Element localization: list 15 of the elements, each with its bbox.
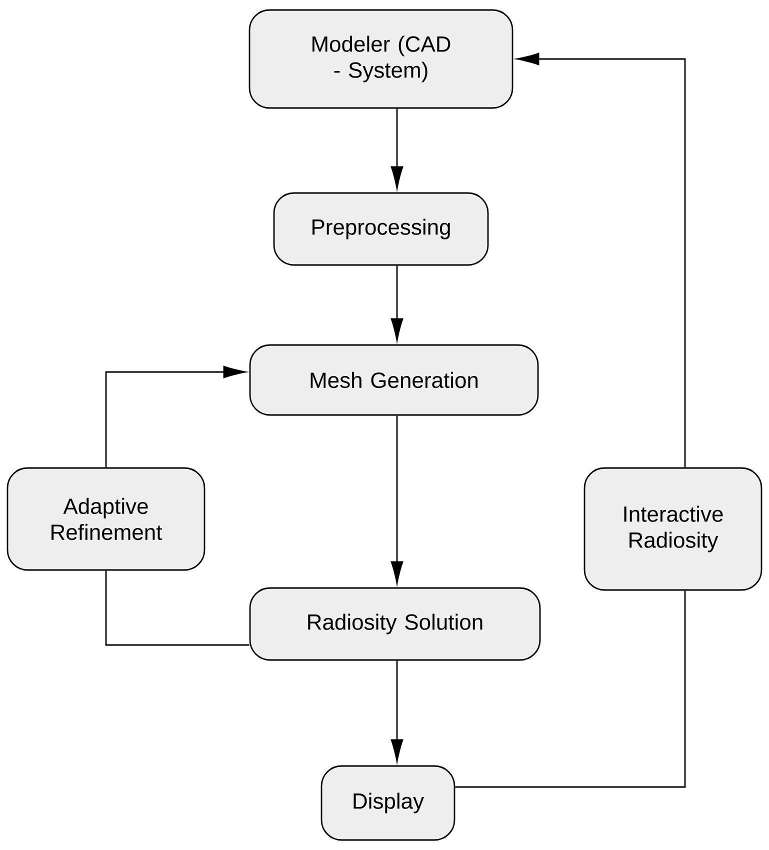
arrow [390, 108, 404, 189]
process-box: Mesh Generation [249, 344, 539, 416]
arrow [390, 416, 404, 584]
process-box: Display [320, 765, 456, 841]
arrow [390, 266, 404, 341]
connector-line [105, 570, 250, 646]
process-box: Preprocessing [273, 192, 489, 266]
process-box: Modeler (CAD - System) [248, 9, 514, 109]
arrow [390, 660, 404, 762]
process-box: Interactive Radiosity [584, 467, 762, 591]
process-box: Radiosity Solution [249, 587, 541, 661]
process-box: Adaptive Refinement [6, 467, 206, 571]
arrow [516, 52, 686, 468]
connector-line [455, 590, 686, 788]
arrow [105, 366, 246, 468]
